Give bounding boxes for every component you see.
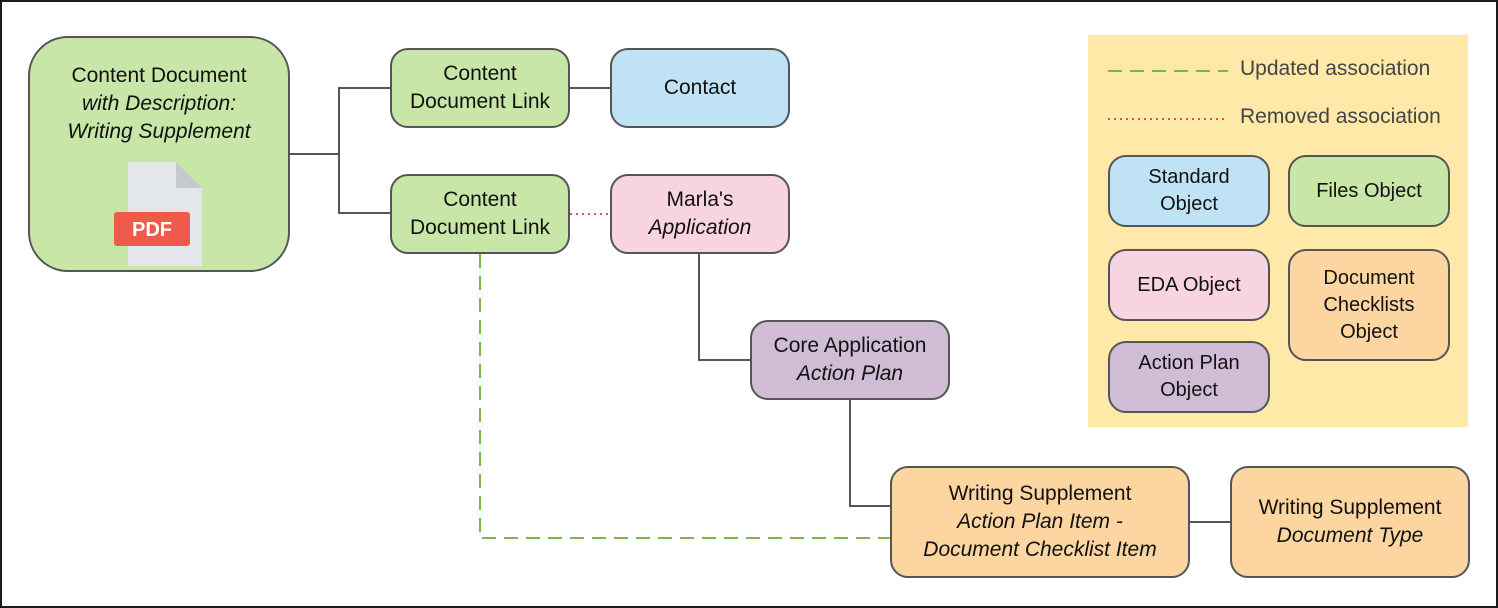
legend-label: Standard bbox=[1148, 166, 1230, 188]
node-label: Document Type bbox=[1276, 524, 1424, 547]
content-document-description-value: Writing Supplement bbox=[67, 120, 251, 143]
node-label: Action Plan Item - bbox=[957, 510, 1123, 533]
node-label: Content bbox=[443, 62, 517, 85]
content-document-node: Content Document with Description: Writi… bbox=[28, 36, 290, 272]
node-label: Document Link bbox=[409, 216, 551, 239]
legend-label: EDA Object bbox=[1137, 273, 1241, 296]
node-label: Action Plan bbox=[796, 362, 904, 385]
connector-application-to-action-plan bbox=[698, 254, 750, 361]
legend-label: Object bbox=[1340, 320, 1398, 343]
node-label: Core Application bbox=[773, 334, 927, 357]
node-label: Contact bbox=[663, 76, 737, 99]
node-label: Writing Supplement bbox=[1258, 496, 1442, 519]
pdf-badge-label: PDF bbox=[132, 219, 172, 241]
connector-content-document-to-links bbox=[290, 87, 390, 214]
node-label: Content bbox=[443, 188, 517, 211]
legend-label: Document bbox=[1323, 266, 1415, 289]
contact-node: Contact bbox=[610, 48, 790, 128]
pdf-file-icon: PDF bbox=[114, 162, 202, 266]
legend-label: Object bbox=[1160, 379, 1218, 401]
legend-removed-association: Removed association bbox=[1240, 105, 1441, 128]
legend-action-plan-object: Action Plan Object bbox=[1108, 341, 1270, 413]
legend-line-samples bbox=[1108, 70, 1228, 120]
node-label: Document Checklist Item bbox=[923, 538, 1157, 561]
legend-label: Object bbox=[1160, 193, 1218, 215]
node-label: Document Link bbox=[409, 90, 551, 113]
document-type-node: Writing Supplement Document Type bbox=[1230, 466, 1470, 578]
content-document-description: with Description: bbox=[81, 92, 237, 115]
legend-standard-object: Standard Object bbox=[1108, 155, 1270, 227]
node-label: Writing Supplement bbox=[948, 482, 1132, 505]
content-document-link-bottom: Content Document Link bbox=[390, 174, 570, 254]
action-plan-node: Core Application Action Plan bbox=[750, 320, 950, 400]
updated-association-line bbox=[479, 254, 890, 539]
application-node: Marla's Application bbox=[610, 174, 790, 254]
legend: Updated association Removed association … bbox=[1088, 35, 1468, 427]
node-label: Marla's bbox=[666, 188, 734, 211]
connector-action-plan-to-plan-item bbox=[849, 400, 890, 507]
legend-updated-association: Updated association bbox=[1240, 57, 1431, 80]
legend-document-checklists-object: Document Checklists Object bbox=[1288, 249, 1450, 361]
legend-label: Action Plan bbox=[1138, 352, 1240, 374]
legend-label: Checklists bbox=[1323, 293, 1415, 316]
action-plan-item-node: Writing Supplement Action Plan Item - Do… bbox=[890, 466, 1190, 578]
legend-files-object: Files Object bbox=[1288, 155, 1450, 227]
legend-label: Files Object bbox=[1316, 179, 1422, 202]
content-document-title: Content Document bbox=[71, 64, 247, 87]
node-label: Application bbox=[648, 216, 752, 239]
legend-eda-object: EDA Object bbox=[1108, 249, 1270, 321]
content-document-link-top: Content Document Link bbox=[390, 48, 570, 128]
